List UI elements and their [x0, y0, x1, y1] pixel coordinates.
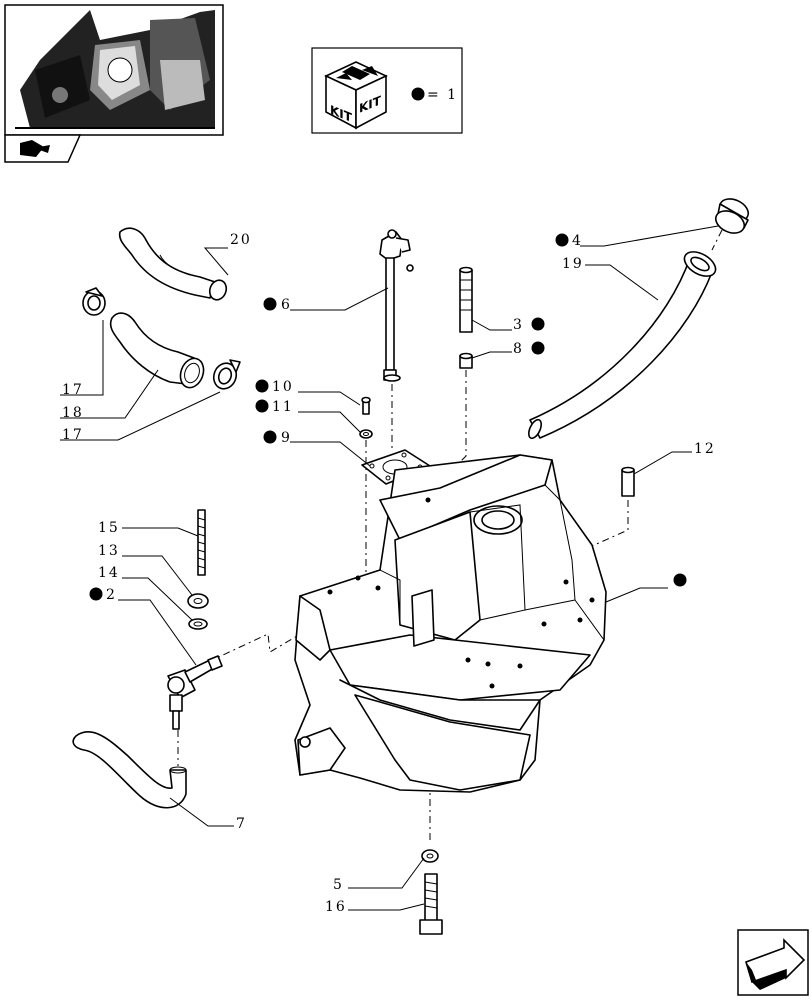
filler-hose-part-19[interactable] — [526, 247, 719, 440]
label-4-dot — [555, 233, 569, 247]
hose-part-20[interactable] — [118, 227, 229, 302]
washer-part-14[interactable] — [188, 618, 208, 630]
fuel-sender-part-6[interactable] — [379, 229, 414, 382]
book-icon[interactable] — [4, 134, 82, 163]
hose-part-7[interactable] — [72, 731, 187, 809]
label-8: 8 — [513, 341, 524, 357]
plug-part-12[interactable] — [621, 466, 635, 497]
label-9: 9 — [281, 430, 292, 446]
washer-part-11[interactable] — [359, 429, 373, 439]
tractor-engine-thumbnail — [10, 10, 218, 130]
kit-legend-box: KIT KIT = 1 — [311, 47, 463, 134]
kit-box-icon: KIT KIT — [324, 61, 388, 130]
label-9-dot — [263, 430, 277, 444]
label-3: 3 — [513, 317, 524, 333]
label-7: 7 — [236, 816, 247, 832]
label-17b: 17 — [62, 427, 84, 443]
label-13: 13 — [98, 543, 120, 559]
label-5: 5 — [333, 877, 344, 893]
label-11-dot — [255, 399, 269, 413]
stud-part-15[interactable] — [197, 509, 206, 576]
label-6-dot — [263, 297, 277, 311]
label-10-dot — [255, 379, 269, 393]
label-17a: 17 — [62, 382, 84, 398]
clamp-part-17-left[interactable] — [82, 287, 106, 316]
label-15: 15 — [98, 520, 120, 536]
label-14: 14 — [98, 565, 120, 581]
label-12: 12 — [694, 441, 716, 457]
kit-legend-dot — [411, 87, 425, 101]
fuel-tank-part-1[interactable] — [294, 454, 607, 793]
label-18: 18 — [62, 405, 84, 421]
screw-part-10[interactable] — [361, 396, 371, 415]
hose-fitting-part-3[interactable] — [459, 266, 473, 333]
thumbnail-frame[interactable] — [4, 4, 224, 136]
label-3-dot — [531, 317, 545, 331]
label-10: 10 — [272, 379, 294, 395]
washer-part-5[interactable] — [421, 849, 439, 863]
clamp-part-17-right[interactable] — [210, 359, 241, 392]
label-1-dot — [673, 573, 687, 587]
next-arrow-icon[interactable] — [737, 929, 809, 996]
label-11: 11 — [272, 399, 294, 415]
label-2: 2 — [106, 587, 117, 603]
elbow-fitting-part-2[interactable] — [167, 655, 223, 730]
label-2-dot — [89, 587, 103, 601]
filler-cap-part-4[interactable] — [712, 195, 752, 238]
label-16: 16 — [325, 899, 347, 915]
label-8-dot — [531, 341, 545, 355]
label-20: 20 — [230, 232, 252, 248]
hose-part-18[interactable] — [109, 312, 208, 391]
kit-legend-text: = 1 — [427, 87, 458, 103]
bolt-part-16[interactable] — [419, 873, 443, 935]
washer-part-13[interactable] — [187, 593, 209, 609]
nut-part-8[interactable] — [459, 352, 473, 369]
label-4: 4 — [572, 233, 583, 249]
label-19: 19 — [562, 256, 584, 272]
label-6: 6 — [281, 297, 292, 313]
